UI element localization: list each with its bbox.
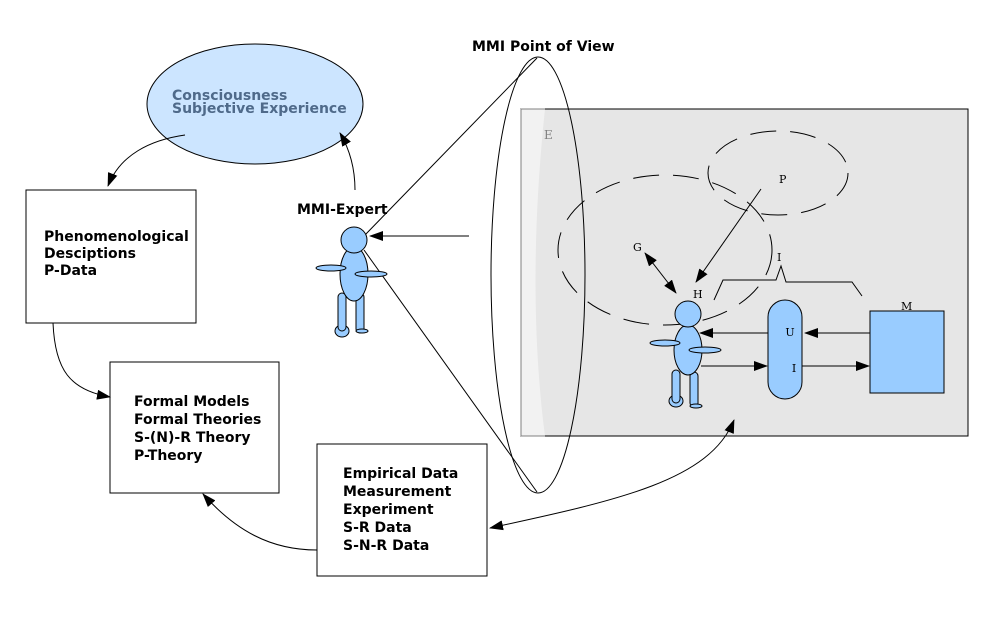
arrow-phenomenological-to-formal (52, 322, 111, 400)
machine-box (869, 310, 945, 394)
empirical-data-text: Empirical Data Measurement Experiment S-… (343, 466, 463, 554)
arrow-consciousness-to-phenomenological (107, 134, 186, 187)
human-label: H (693, 288, 703, 301)
arrow-empirical-to-formal (202, 493, 318, 551)
arrow-process-to-human (695, 188, 762, 283)
formal-models-text: Formal Models Formal Theories S-(N)-R Th… (134, 394, 266, 464)
expert-label: MMI-Expert (297, 202, 388, 218)
user-interface-capsule (767, 299, 803, 400)
machine-label: M (901, 300, 912, 313)
group-label: G (633, 241, 642, 254)
human-figure (649, 300, 722, 409)
group-ellipse (557, 174, 773, 326)
interface-label: I (777, 251, 781, 264)
title: MMI Point of View (472, 39, 615, 55)
arrow-system-empirical-bidirectional (489, 419, 735, 531)
arrow-expert-to-consciousness (339, 132, 356, 191)
formal-models-box (109, 361, 280, 494)
phenomenological-box (25, 189, 197, 324)
environment-region (521, 109, 545, 436)
arrow-group-human (644, 252, 677, 294)
view-cone-upper-line (363, 57, 538, 237)
environment-label: E (544, 128, 553, 142)
interface-bracket (713, 264, 863, 301)
consciousness-ellipse (146, 43, 364, 165)
consciousness-text: Consciousness Subjective Experience (172, 88, 347, 117)
phenomenological-text: Phenomenological Desciptions P-Data (44, 229, 194, 279)
process-label: P (779, 173, 787, 186)
empirical-data-box (316, 443, 488, 577)
ui-label-u: U (785, 326, 794, 339)
expert-figure (315, 226, 388, 338)
ui-label-i: I (792, 362, 796, 375)
process-ellipse (707, 130, 849, 216)
